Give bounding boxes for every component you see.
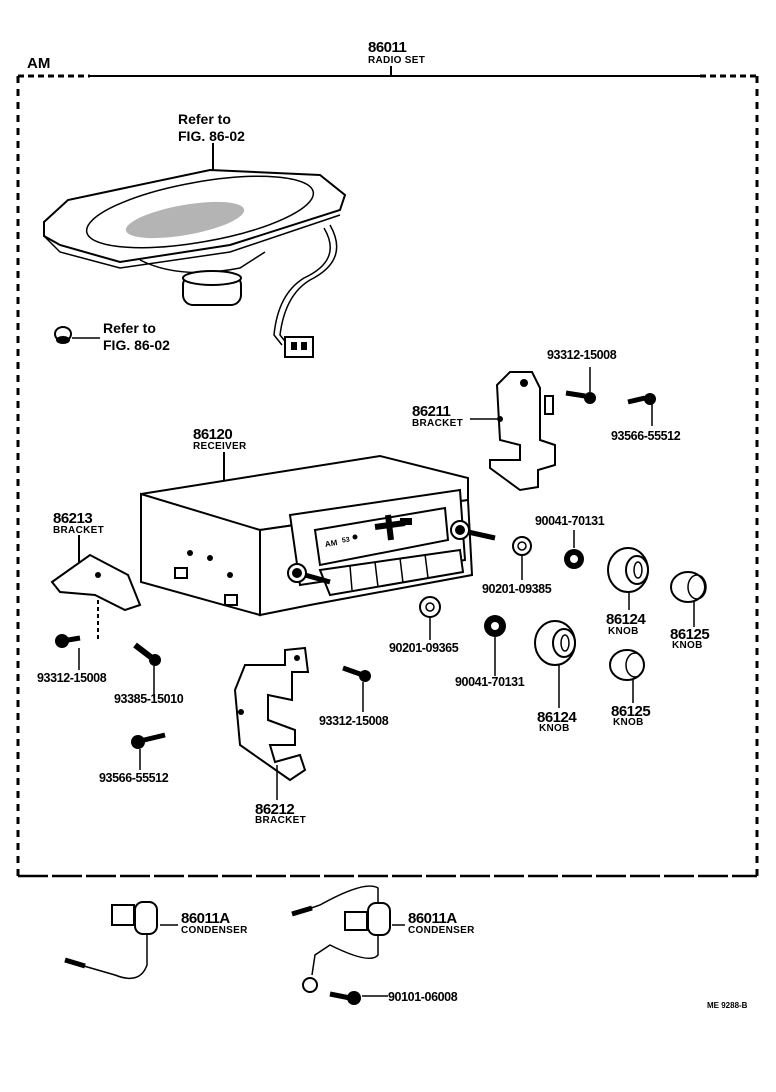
part-86124-b-name: KNOB	[539, 723, 570, 734]
speaker-drawing	[43, 143, 347, 358]
part-86211-name: BRACKET	[412, 418, 463, 429]
bracket-86213-drawing	[50, 535, 142, 640]
part-86124-b-number: 86124	[537, 709, 577, 726]
part-86011A-a-name: CONDENSER	[181, 925, 248, 936]
part-90041-70131-mid: 90041-70131	[455, 675, 525, 689]
assembly-name: RADIO SET	[368, 55, 426, 66]
part-86124-a-name: KNOB	[608, 626, 639, 637]
screw-93566-top	[627, 393, 656, 426]
part-93566-55512-left: 93566-55512	[99, 771, 169, 785]
speaker-clip	[54, 326, 100, 344]
part-86125-a-number: 86125	[670, 626, 710, 643]
knob-86125-b	[609, 649, 645, 703]
screw-93566-left	[131, 732, 166, 770]
part-86213-number: 86213	[53, 510, 93, 527]
part-86211-number: 86211	[412, 403, 451, 420]
bolt-93385	[133, 642, 161, 698]
clip-ref-line2: FIG. 86-02	[103, 337, 170, 353]
part-86125-a-name: KNOB	[672, 640, 703, 651]
screw-93312-mid	[342, 665, 371, 712]
part-86120-name: RECEIVER	[193, 441, 247, 452]
part-93566-55512-top: 93566-55512	[611, 429, 681, 443]
speaker-ref-line1: Refer to	[178, 111, 231, 127]
section-label: AM	[27, 55, 51, 72]
bracket-86211-drawing	[470, 371, 556, 492]
part-86212-name: BRACKET	[255, 815, 306, 826]
washer-90201-mid	[419, 596, 441, 640]
part-90201-09385: 90201-09385	[482, 582, 552, 596]
part-86125-b-number: 86125	[611, 703, 651, 720]
bolt-90101	[329, 991, 388, 1005]
condenser-a-drawing	[64, 901, 178, 980]
bracket-86212-drawing	[233, 646, 310, 800]
part-93312-15008-left: 93312-15008	[37, 671, 107, 685]
clip-ref-line1: Refer to	[103, 320, 156, 336]
washer-90201-top	[512, 536, 532, 580]
part-86212-number: 86212	[255, 801, 295, 818]
part-90041-70131-top: 90041-70131	[535, 514, 605, 528]
assembly-number: 86011	[368, 39, 407, 56]
part-86125-b-name: KNOB	[613, 717, 644, 728]
part-86011A-b-number: 86011A	[408, 910, 457, 927]
screw-93312-left	[55, 634, 81, 670]
nut-90041-mid	[484, 615, 506, 676]
part-86120-number: 86120	[193, 426, 233, 443]
part-86213-name: BRACKET	[53, 525, 104, 536]
knob-86124-a	[607, 547, 649, 610]
part-93312-15008-top: 93312-15008	[547, 348, 617, 362]
part-86011A-a-number: 86011A	[181, 910, 230, 927]
part-86124-a-number: 86124	[606, 611, 646, 628]
part-90201-09365: 90201-09365	[389, 641, 459, 655]
speaker-ref-line2: FIG. 86-02	[178, 128, 245, 144]
dial-mark-label: 53	[341, 536, 351, 545]
screw-93312-top	[565, 367, 596, 404]
condenser-b-drawing	[291, 885, 405, 993]
nut-90041-top	[564, 530, 584, 569]
part-93385-15010: 93385-15010	[114, 692, 184, 706]
receiver-drawing	[140, 452, 496, 617]
part-90101-06008: 90101-06008	[388, 990, 458, 1004]
knob-86124-b	[534, 620, 576, 708]
knob-86125-a	[670, 571, 707, 627]
part-93312-15008-mid: 93312-15008	[319, 714, 389, 728]
part-86011A-b-name: CONDENSER	[408, 925, 475, 936]
assembly-border	[16, 66, 759, 878]
figure-code: ME 9288-B	[707, 1001, 748, 1010]
